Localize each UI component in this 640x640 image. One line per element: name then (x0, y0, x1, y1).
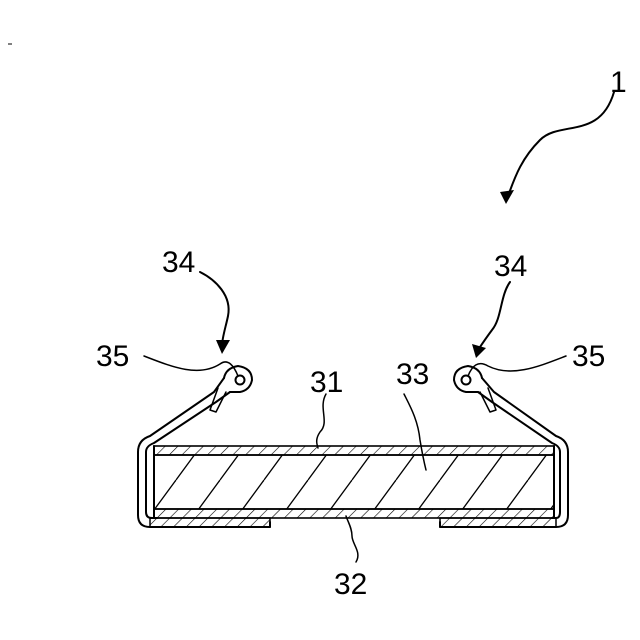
bottom-flange-left (150, 518, 270, 527)
bottom-flange-right (440, 518, 556, 527)
layered-panel (154, 446, 554, 518)
label-hook-left-34: 34 (162, 246, 195, 279)
core-layer (154, 455, 554, 509)
label-core-33: 33 (396, 358, 429, 391)
label-top-plate-31: 31 (310, 366, 343, 399)
label-hook-right-34: 34 (494, 250, 527, 283)
top-plate (154, 446, 554, 455)
label-tab-right-35: 35 (572, 340, 605, 373)
label-tab-left-35: 35 (96, 340, 129, 373)
bottom-plate (154, 509, 554, 518)
label-assembly-1: 1 (610, 66, 627, 99)
label-bottom-plate-32: 32 (334, 568, 367, 601)
